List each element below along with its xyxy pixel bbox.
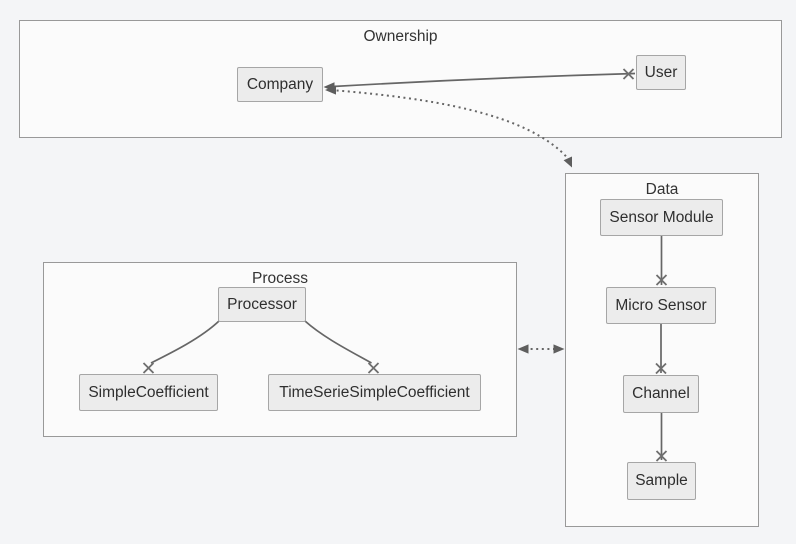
edge-processor-time-serie-simple-coefficient [304,320,380,374]
cross-marker-at-channel [655,362,667,375]
edge-processor-simple-coefficient [142,320,220,374]
node-micro-sensor-label: Micro Sensor [615,296,707,314]
node-sensor-module-label: Sensor Module [609,208,714,226]
node-user: User [636,55,686,90]
edge-company-data [325,85,572,168]
cluster-ownership-title: Ownership [363,28,438,45]
node-processor-label: Processor [227,295,297,313]
edge-process-data [517,344,565,354]
arrowhead-at-data-cluster [563,156,572,168]
node-channel: Channel [623,375,699,413]
node-channel-label: Channel [632,385,690,403]
node-simple-coefficient-label: SimpleCoefficient [88,383,209,401]
edge-user-company-line [332,72,636,88]
cross-marker-at-sample [655,450,668,462]
node-sensor-module: Sensor Module [600,199,723,236]
edge-processor-time-serie-simple-coefficient-line [304,320,372,364]
arrowhead-at-process-cluster [517,344,529,354]
edge-sensor-module-micro-sensor [655,236,668,286]
arrowhead-at-data-cluster-left [553,344,565,354]
edge-micro-sensor-channel [655,324,667,375]
cluster-data-title: Data [645,181,679,198]
edge-user-company [323,68,636,92]
node-company-label: Company [246,75,314,93]
edge-channel-sample [655,413,668,462]
cross-marker-at-time-serie-simple-coefficient [367,362,380,374]
node-user-label: User [644,63,678,81]
cross-marker-at-micro-sensor [655,274,668,286]
arrowhead-at-company-dotted [325,85,336,95]
node-simple-coefficient: SimpleCoefficient [79,374,218,411]
node-time-serie-simple-coefficient-label: TimeSerieSimpleCoefficient [279,383,470,401]
node-processor: Processor [218,287,306,322]
node-micro-sensor: Micro Sensor [606,287,716,324]
cross-marker-at-simple-coefficient [142,362,155,374]
edge-company-data-line [330,89,570,160]
node-company: Company [237,67,323,102]
cluster-process-title: Process [252,270,308,287]
node-sample-label: Sample [635,472,688,490]
node-time-serie-simple-coefficient: TimeSerieSimpleCoefficient [268,374,481,411]
edge-processor-simple-coefficient-line [150,320,220,364]
cross-marker-at-user [622,68,635,80]
node-sample: Sample [627,462,696,500]
